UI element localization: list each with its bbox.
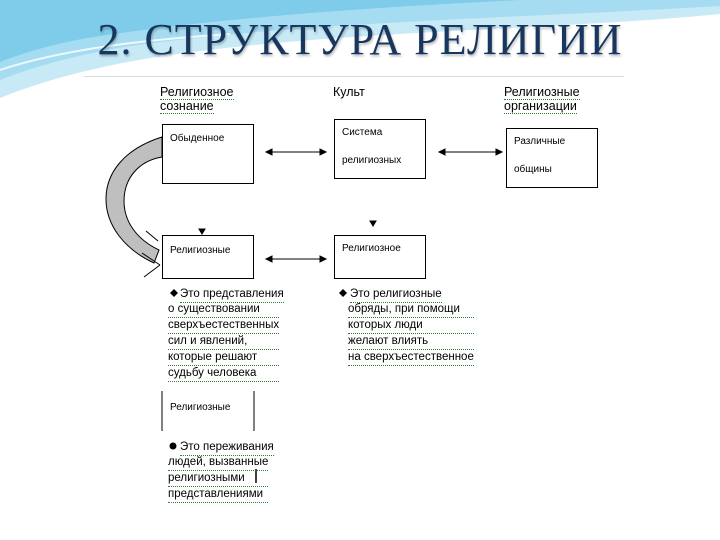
diagram-connectors <box>105 136 504 483</box>
box-system-label: Система <box>342 127 383 138</box>
header-religious-consciousness: Религиозное сознание <box>160 85 234 114</box>
box-religious-ideas-label: Религиозные <box>170 245 231 256</box>
box-communities-label: Различные <box>514 136 566 147</box>
triangle-marker-icon <box>198 228 206 235</box>
note-religious-feelings: людей, вызванные религиозными представле… <box>168 455 269 503</box>
diagram-panel: Религиозное сознание Культ Религиозные о… <box>84 76 624 511</box>
box-communities-label: общины <box>514 164 552 175</box>
header-cult: Культ <box>333 85 365 99</box>
double-arrow-icon <box>264 148 273 156</box>
note-religious-feelings: Это переживания <box>180 440 274 456</box>
diamond-bullet-icon <box>170 289 178 297</box>
box-religious-ideas: Религиозные <box>162 235 254 279</box>
slide-title: 2. СТРУКТУРА РЕЛИГИИ <box>97 15 623 64</box>
box-religious-rites: Религиозное <box>334 235 426 279</box>
double-arrow-icon <box>319 148 328 156</box>
header-religious-organizations: Религиозные организации <box>504 85 580 114</box>
triangle-marker-icon <box>369 220 377 227</box>
double-arrow-icon <box>319 255 328 263</box>
double-arrow-icon <box>495 148 504 156</box>
box-religious-rites-label: Религиозное <box>342 243 401 254</box>
background-wave <box>0 33 231 71</box>
note-religious-ideas: о существовании сверхъестественных сил и… <box>168 302 280 382</box>
box-system-label: религиозных <box>342 155 402 166</box>
background-wave <box>0 0 520 62</box>
curved-arrow-icon <box>105 136 163 278</box>
box-system: Система религиозных <box>334 119 426 179</box>
double-arrow-icon <box>264 255 273 263</box>
diamond-bullet-icon <box>339 289 347 297</box>
note-religious-ideas: Это представления <box>180 287 284 303</box>
box-everyday-label: Обыденное <box>170 133 225 144</box>
note-religious-rites: обряды, при помощи которых люди желают в… <box>348 302 474 366</box>
diamond-bullet-icon <box>169 442 177 450</box>
double-arrow-icon <box>437 148 446 156</box>
box-everyday: Обыденное <box>162 124 254 184</box>
box-religious-feelings-label: Религиозные <box>170 402 231 413</box>
note-religious-rites: Это религиозные <box>350 287 442 303</box>
box-communities: Различные общины <box>506 128 598 188</box>
